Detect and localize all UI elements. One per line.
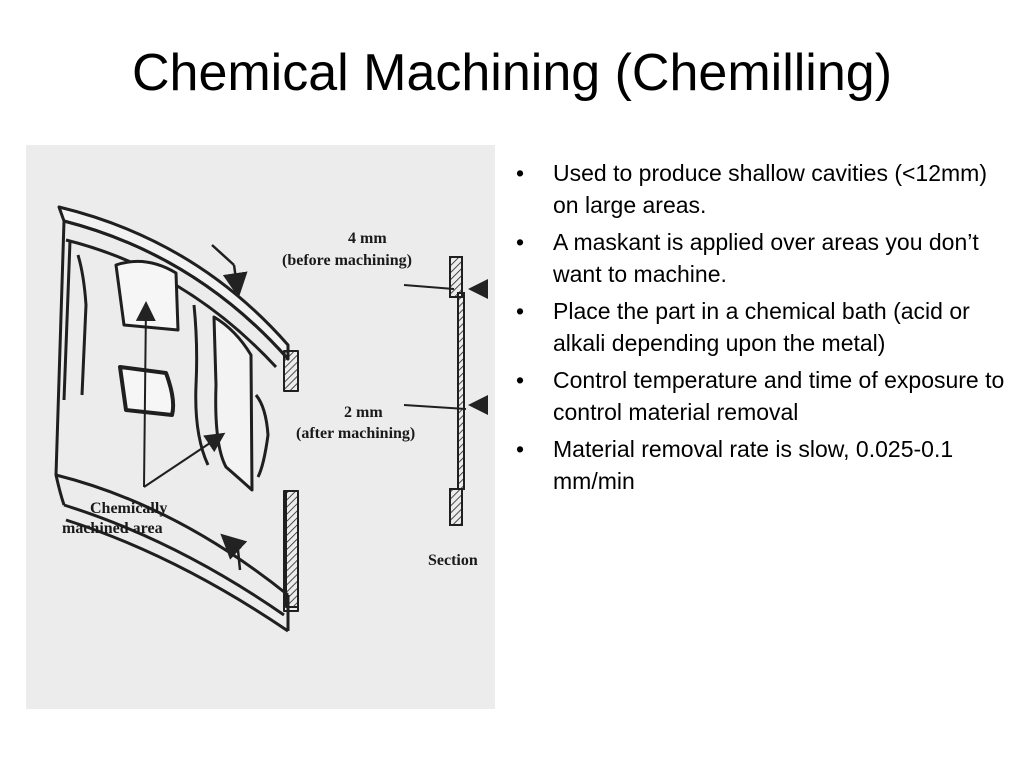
area-leader-lines: [135, 301, 226, 488]
bullet-text: Control temperature and time of exposure…: [553, 367, 1005, 425]
bullet-list: • Used to produce shallow cavities (<12m…: [516, 157, 1016, 502]
bullet-marker: •: [516, 229, 525, 255]
chemilling-figure: 4 mm (before machining) 2 mm (after mach…: [26, 145, 495, 709]
bullet-marker: •: [516, 160, 525, 186]
label-thickness-before-note: (before machining): [282, 252, 412, 269]
thickness-leader-lines: [403, 284, 467, 410]
bullet-marker: •: [516, 298, 525, 324]
label-area-line1: Chemically: [90, 500, 167, 517]
bullet-item: • Control temperature and time of exposu…: [516, 364, 1016, 428]
bullet-marker: •: [516, 436, 525, 462]
label-thickness-after-note: (after machining): [296, 425, 415, 442]
bullet-text: A maskant is applied over areas you don’…: [553, 229, 979, 287]
bullet-item: • Material removal rate is slow, 0.025-0…: [516, 433, 1016, 497]
label-section: Section: [428, 552, 478, 569]
label-thickness-before-value: 4 mm: [348, 230, 387, 247]
cross-section: [449, 256, 488, 526]
bullet-item: • A maskant is applied over areas you do…: [516, 226, 1016, 290]
bullet-marker: •: [516, 367, 525, 393]
bullet-item: • Place the part in a chemical bath (aci…: [516, 295, 1016, 359]
label-area-line2: machined area: [62, 520, 163, 537]
bullet-text: Used to produce shallow cavities (<12mm)…: [553, 160, 987, 218]
bullet-text: Material removal rate is slow, 0.025-0.1…: [553, 436, 954, 494]
chemilling-diagram: 4 mm (before machining) 2 mm (after mach…: [54, 205, 488, 633]
curved-panel: [54, 205, 299, 633]
slide-title: Chemical Machining (Chemilling): [131, 44, 893, 102]
bullet-item: • Used to produce shallow cavities (<12m…: [516, 157, 1016, 221]
bullet-text: Place the part in a chemical bath (acid …: [553, 298, 970, 356]
label-thickness-after-value: 2 mm: [344, 404, 383, 421]
bend-arrows: [211, 244, 248, 571]
